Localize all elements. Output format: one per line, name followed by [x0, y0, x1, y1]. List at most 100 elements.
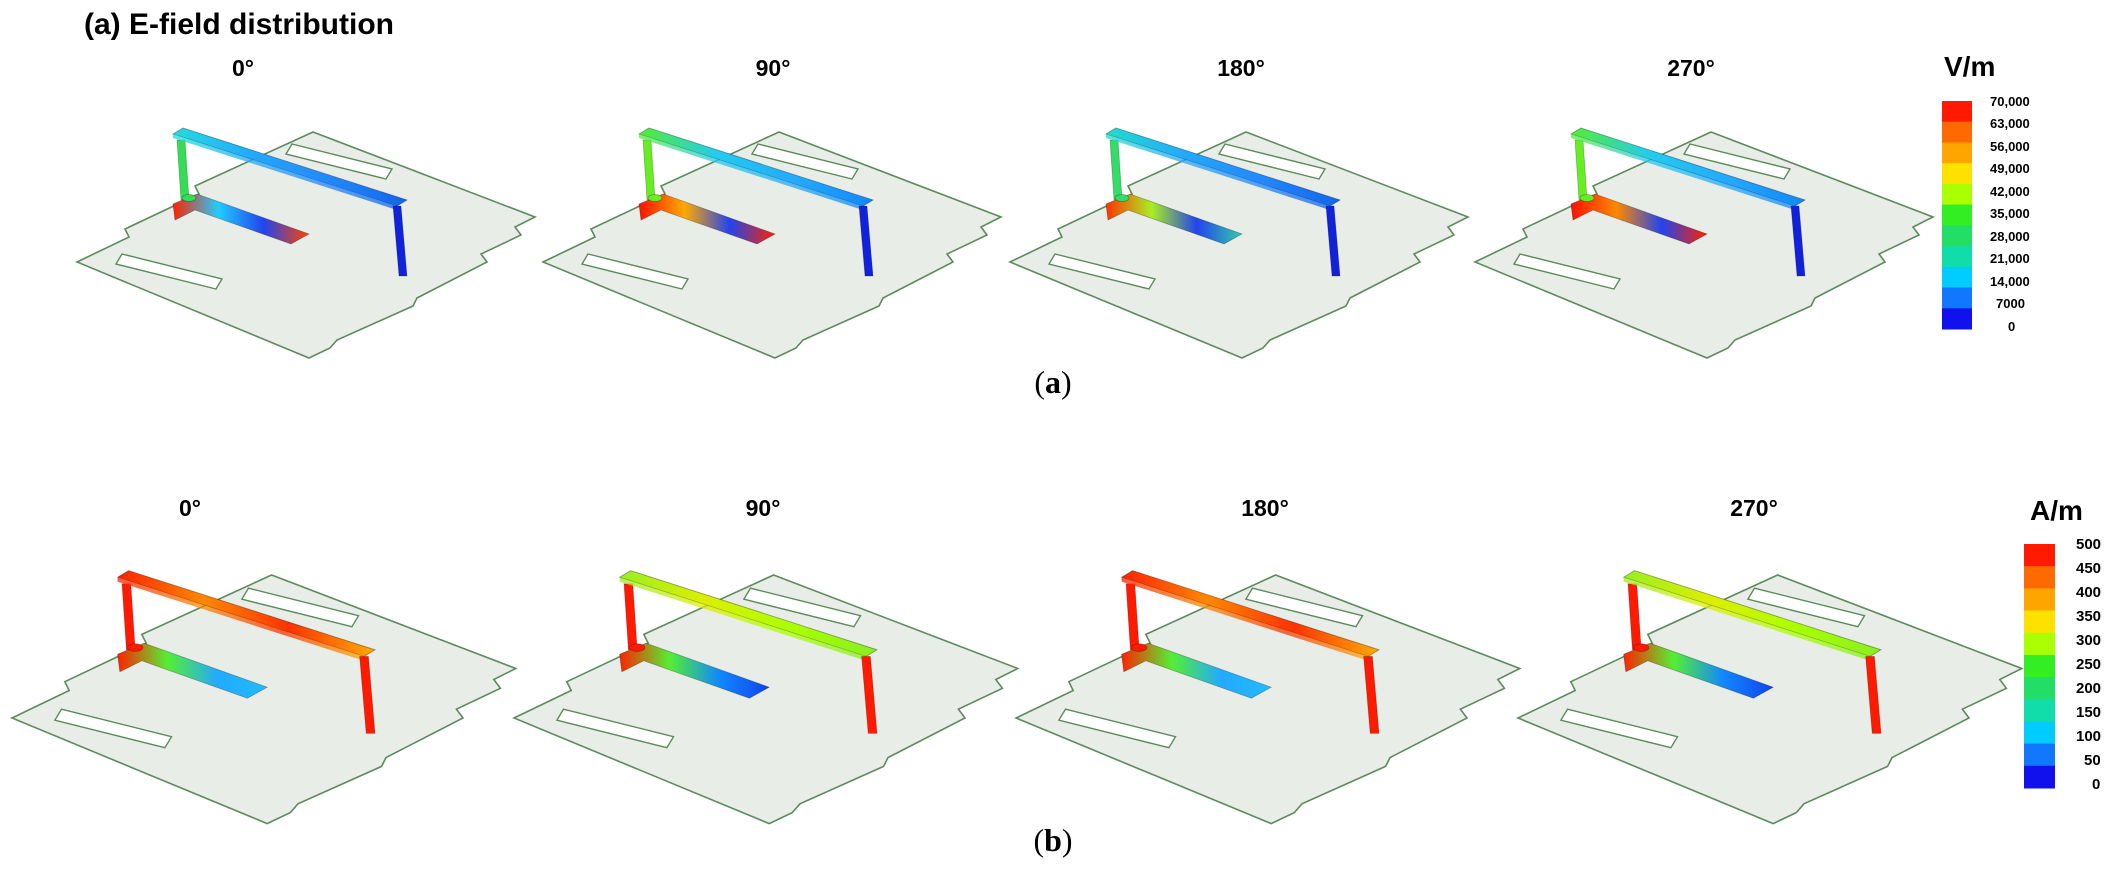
- feed-strip: [1121, 642, 1273, 699]
- panel-b-colorbar-segment-0: [2024, 544, 2055, 567]
- panel-a-caption: (a): [1034, 364, 1071, 400]
- top-bar-edge: [639, 134, 863, 210]
- top-bar-edge: [1106, 134, 1330, 210]
- ground-plane: [1473, 131, 1935, 359]
- panel-a-tick-10: 0: [2008, 319, 2015, 334]
- slot-top: [742, 587, 862, 628]
- panel-a-model-0: [75, 127, 537, 359]
- panel-a-colorbar-segment-10: [1942, 308, 1972, 330]
- panel-a-tick-6: 28,000: [1990, 229, 2030, 244]
- right-post: [858, 205, 874, 277]
- panel-b-tick-3: 350: [2076, 608, 2101, 625]
- panel-b-angle-270: 270°: [1730, 495, 1778, 521]
- joint: [1131, 643, 1148, 652]
- panel-b: 0° 90° 180° 270° A/m 500 450 400 350 300…: [10, 495, 2101, 858]
- panel-b-colorbar-segment-1: [2024, 566, 2055, 589]
- ground-plane: [1516, 574, 2024, 825]
- panel-a-colorbar-segment-1: [1942, 121, 1972, 143]
- joint: [127, 643, 144, 652]
- joint: [1114, 194, 1130, 202]
- panel-b-tick-10: 0: [2092, 776, 2100, 793]
- left-post: [1574, 139, 1588, 201]
- top-bar-edge: [619, 577, 866, 661]
- panel-b-tick-2: 400: [2076, 584, 2101, 601]
- slot-top: [1244, 587, 1364, 628]
- ground-plane: [1014, 574, 1522, 825]
- ground-plane: [512, 574, 1020, 825]
- panel-a-tick-9: 7000: [1996, 296, 2025, 311]
- panel-a-angle-0: 0°: [232, 55, 254, 81]
- top-bar-edge: [173, 134, 397, 210]
- panel-a-tick-3: 49,000: [1990, 161, 2030, 176]
- feed-strip: [619, 642, 771, 699]
- slot-top: [1746, 587, 1866, 628]
- feed-strip: [638, 193, 776, 245]
- ground-plane: [1008, 131, 1470, 359]
- panel-b-model-1: [512, 570, 1020, 825]
- panel-b-colorbar-segment-6: [2024, 677, 2055, 700]
- feed-strip: [1105, 193, 1243, 245]
- joint: [181, 194, 197, 202]
- panel-b-colorbar-segment-5: [2024, 654, 2055, 678]
- panel-a-colorbar-segment-2: [1942, 142, 1972, 164]
- top-bar: [1569, 127, 1807, 207]
- panel-a-models: [75, 127, 1935, 359]
- left-post: [623, 583, 638, 651]
- panel-b-angle-180: 180°: [1241, 495, 1289, 521]
- panel-b-colorbar-ticks: 500 450 400 350 300 250 200 150 100 50 0: [2076, 536, 2101, 793]
- right-post: [1325, 205, 1341, 277]
- panel-a-colorbar-segment-4: [1942, 183, 1972, 206]
- top-bar: [171, 127, 409, 207]
- panel-a-colorbar-segment-9: [1942, 287, 1972, 309]
- panel-a-colorbar-ticks: 70,000 63,000 56,000 49,000 42,000 35,00…: [1990, 94, 2030, 334]
- joint: [629, 643, 646, 652]
- panel-a-colorbar-segment-0: [1942, 101, 1972, 123]
- slot-bottom: [53, 708, 173, 749]
- panel-b-tick-0: 500: [2076, 536, 2101, 553]
- left-post: [642, 139, 656, 201]
- panel-b-model-3: [1516, 570, 2024, 825]
- left-post: [1109, 139, 1123, 201]
- joint: [1579, 194, 1595, 202]
- panel-a-legend-unit: V/m: [1944, 51, 1995, 82]
- panel-a-model-2: [1008, 127, 1470, 359]
- panel-a-model-1: [541, 127, 1003, 359]
- right-post: [1865, 656, 1882, 734]
- slot-bottom: [1047, 253, 1157, 290]
- top-bar-edge: [1571, 134, 1795, 210]
- feed-strip: [117, 642, 269, 699]
- panel-a-tick-4: 42,000: [1990, 184, 2030, 199]
- panel-b-tick-5: 250: [2076, 656, 2101, 673]
- panel-b-colorbar-segment-2: [2024, 588, 2055, 612]
- panel-b-tick-7: 150: [2076, 704, 2101, 721]
- panel-b-legend-unit: A/m: [2030, 495, 2083, 526]
- panel-a-colorbar-segment-8: [1942, 266, 1972, 288]
- panel-a-colorbar-segment-3: [1942, 163, 1972, 185]
- panel-b-colorbar-segment-7: [2024, 699, 2055, 722]
- slot-bottom: [1057, 708, 1177, 749]
- panel-a: (a) E-field distribution 0° 90° 180° 270…: [75, 8, 2030, 400]
- panel-b-model-2: [1014, 570, 1522, 825]
- slot-top: [750, 143, 860, 180]
- joint: [647, 194, 663, 202]
- panel-b-tick-9: 50: [2084, 752, 2101, 769]
- right-post: [861, 656, 878, 734]
- feed-strip: [1623, 642, 1775, 699]
- panel-a-colorbar-segment-5: [1942, 204, 1972, 226]
- left-post: [176, 139, 190, 201]
- panel-b-tick-4: 300: [2076, 632, 2101, 649]
- ground-plane: [10, 574, 518, 825]
- panel-b-tick-1: 450: [2076, 560, 2101, 577]
- panel-b-models: [10, 570, 2024, 825]
- top-bar-edge: [117, 577, 364, 661]
- right-post: [1790, 205, 1806, 277]
- ground-plane: [541, 131, 1003, 359]
- panel-b-angle-90: 90°: [746, 495, 781, 521]
- panel-a-tick-5: 35,000: [1990, 206, 2030, 221]
- top-bar-edge: [1121, 577, 1368, 661]
- panel-a-tick-8: 14,000: [1990, 274, 2030, 289]
- slot-bottom: [114, 253, 224, 290]
- panel-a-angle-270: 270°: [1667, 55, 1715, 81]
- top-bar: [1120, 570, 1381, 657]
